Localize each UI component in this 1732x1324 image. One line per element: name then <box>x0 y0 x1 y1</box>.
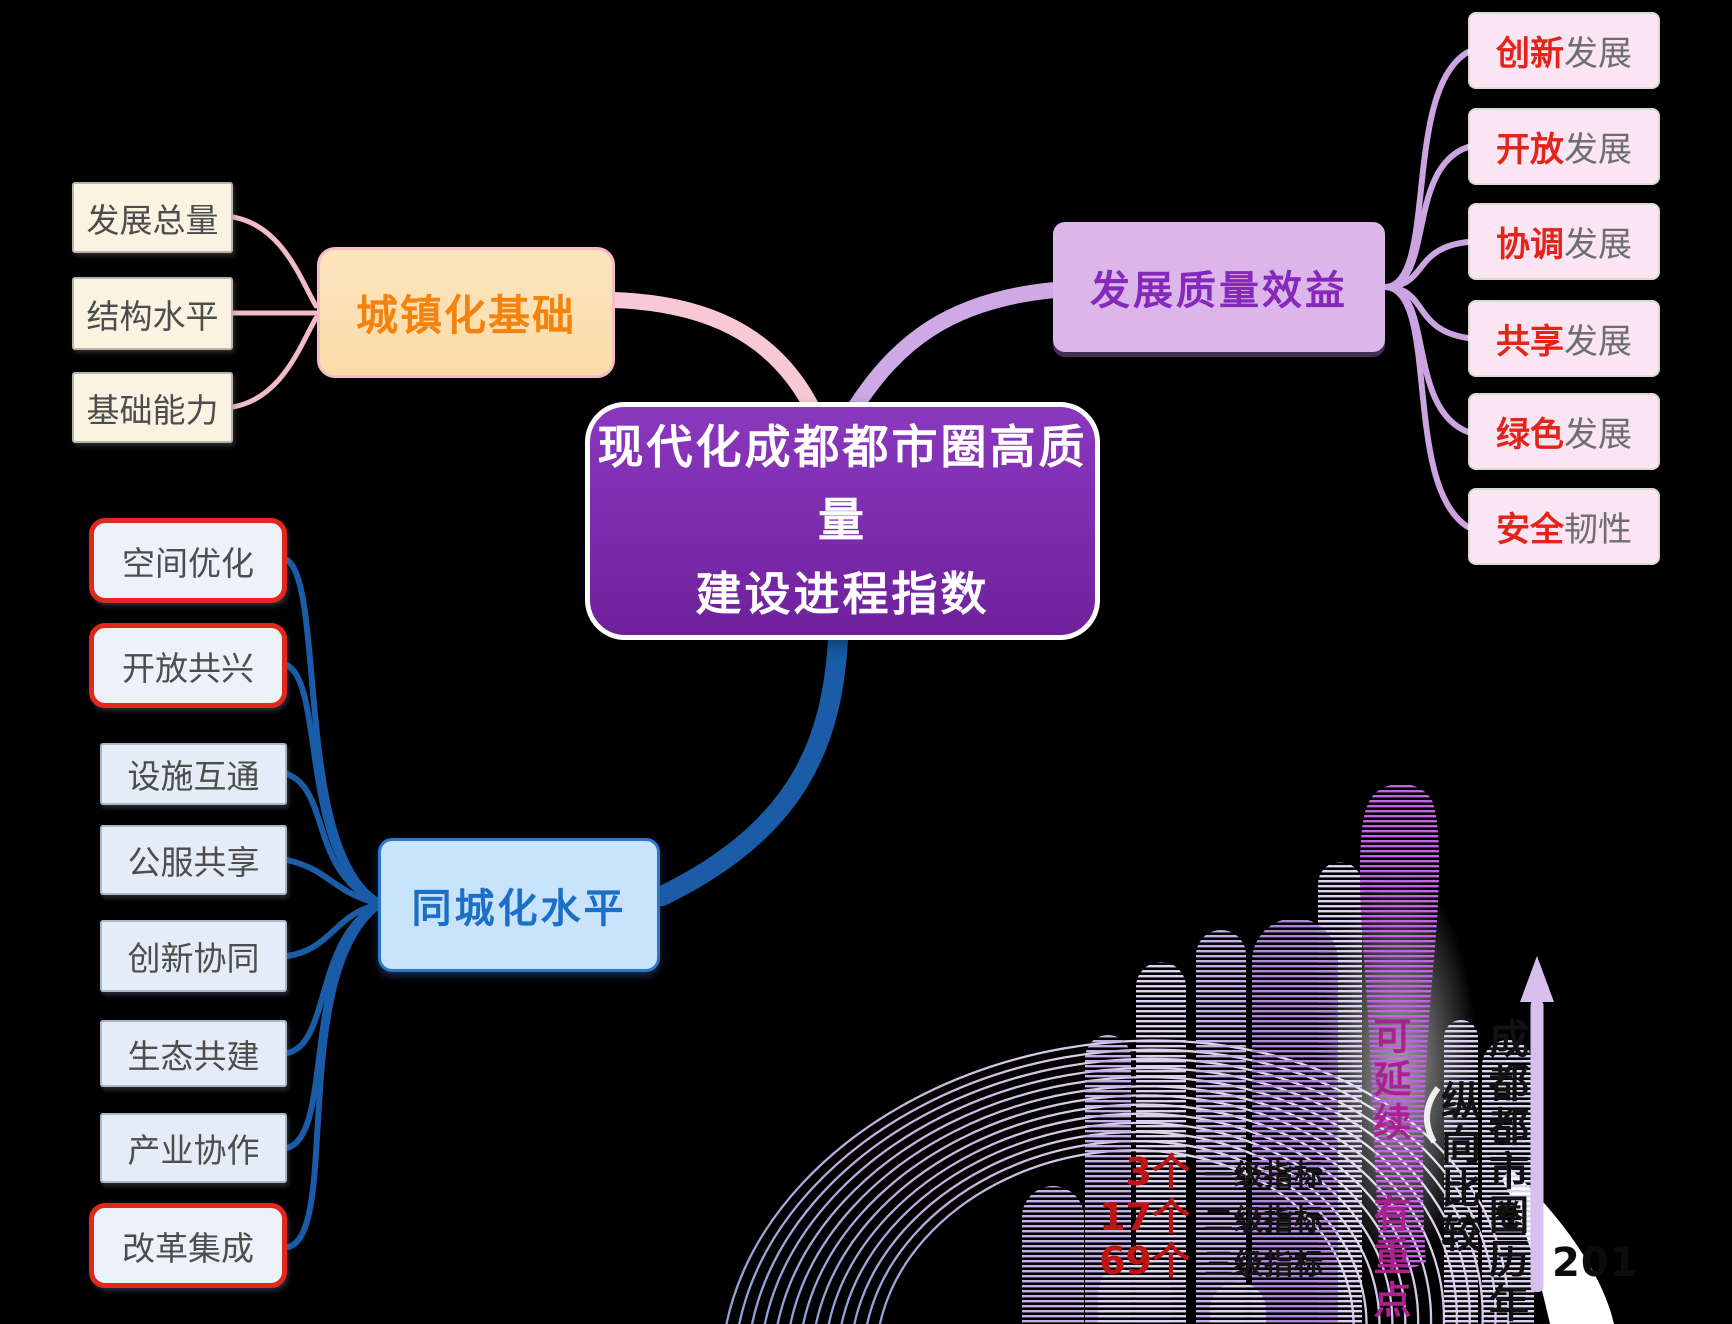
branch-node-urbanization-foundation[interactable]: 城镇化基础 <box>317 247 615 378</box>
stat-label: 三级指标 <box>1204 1247 1325 1281</box>
node-label: 发展 <box>1564 130 1632 170</box>
stat-label: 二级指标 <box>1204 1203 1325 1237</box>
child-node-safety-resilience[interactable]: 安全韧性 <box>1470 490 1658 563</box>
central-title-line2: 建设进程指数 <box>695 566 990 621</box>
stat-count: 3个 <box>1125 1150 1190 1194</box>
node-label: 开放共兴 <box>122 648 254 688</box>
branch-label: 同城化水平 <box>411 886 627 932</box>
annotation-vertical-comparison: 纵向比较 <box>1434 1080 1480 1256</box>
child-node-green-development[interactable]: 绿色发展 <box>1470 395 1658 468</box>
node-label-emphasis: 协调 <box>1496 225 1564 265</box>
stat-line-level2: 17个 二级指标 <box>1098 1186 1324 1241</box>
node-label: 发展 <box>1564 415 1632 455</box>
branch-links <box>230 49 1471 1250</box>
child-node-ecology-co-construction[interactable]: 生态共建 <box>100 1020 287 1087</box>
annotation-metro-history: 成都都市圈历年 <box>1482 1018 1528 1324</box>
node-label: 发展总量 <box>86 200 219 240</box>
node-label-emphasis: 创新 <box>1496 34 1564 74</box>
stat-line-level3: 69个 三级指标 <box>1098 1230 1324 1285</box>
child-node-open-prosperity[interactable]: 开放共兴 <box>89 623 287 708</box>
node-label-emphasis: 共享 <box>1496 322 1564 362</box>
stat-count: 17个 <box>1099 1195 1190 1239</box>
node-label: 空间优化 <box>122 543 254 583</box>
node-label: 基础能力 <box>86 390 219 430</box>
node-label: 结构水平 <box>86 296 219 336</box>
node-label-emphasis: 绿色 <box>1496 415 1564 455</box>
stat-label: 一级指标 <box>1204 1158 1325 1192</box>
up-arrow-icon <box>1520 956 1554 1292</box>
node-label: 产业协作 <box>127 1131 260 1170</box>
city-towers-graphic <box>1022 783 1534 1324</box>
child-node-basic-capacity[interactable]: 基础能力 <box>72 372 233 443</box>
child-node-structure-level[interactable]: 结构水平 <box>72 277 233 350</box>
node-label: 发展 <box>1564 34 1632 74</box>
year-partial-label: 201 <box>1552 1240 1639 1286</box>
node-label: 改革集成 <box>122 1228 254 1268</box>
node-label-emphasis: 开放 <box>1496 130 1564 170</box>
node-label: 公服共享 <box>127 843 260 882</box>
node-label: 韧性 <box>1564 510 1632 550</box>
child-node-open-development[interactable]: 开放发展 <box>1470 110 1658 183</box>
child-node-public-service-sharing[interactable]: 公服共享 <box>100 825 287 895</box>
node-label: 发展 <box>1564 322 1632 362</box>
child-node-reform-integration[interactable]: 改革集成 <box>89 1203 287 1288</box>
child-node-innovation-development[interactable]: 创新发展 <box>1470 14 1658 87</box>
branch-node-quality-benefit[interactable]: 发展质量效益 <box>1053 222 1385 352</box>
child-node-facility-interconnection[interactable]: 设施互通 <box>100 743 287 805</box>
central-topic-node[interactable]: 现代化成都都市圈高质量 建设进程指数 <box>585 402 1100 640</box>
child-node-development-total[interactable]: 发展总量 <box>72 182 233 253</box>
branch-node-integration-level[interactable]: 同城化水平 <box>378 838 660 972</box>
child-node-industry-collaboration[interactable]: 产业协作 <box>100 1113 287 1183</box>
node-label: 生态共建 <box>127 1036 260 1076</box>
annotation-sustainable-focus: 可延续 有重点 <box>1367 1016 1411 1323</box>
child-node-coordinated-development[interactable]: 协调发展 <box>1470 205 1658 278</box>
node-label: 设施互通 <box>127 757 260 796</box>
stat-count: 69个 <box>1099 1239 1190 1283</box>
node-label: 发展 <box>1564 225 1632 265</box>
node-label: 创新协同 <box>127 939 260 978</box>
child-node-innovation-synergy[interactable]: 创新协同 <box>100 920 287 992</box>
child-node-shared-development[interactable]: 共享发展 <box>1470 302 1658 375</box>
node-label-emphasis: 安全 <box>1496 510 1564 550</box>
child-node-space-optimization[interactable]: 空间优化 <box>89 518 287 603</box>
branch-label: 城镇化基础 <box>355 291 576 340</box>
branch-label: 发展质量效益 <box>1090 268 1348 314</box>
stat-line-level1: 3个 一级指标 <box>1098 1141 1324 1196</box>
central-title-line1: 现代化成都都市圈高质量 <box>597 419 1088 548</box>
